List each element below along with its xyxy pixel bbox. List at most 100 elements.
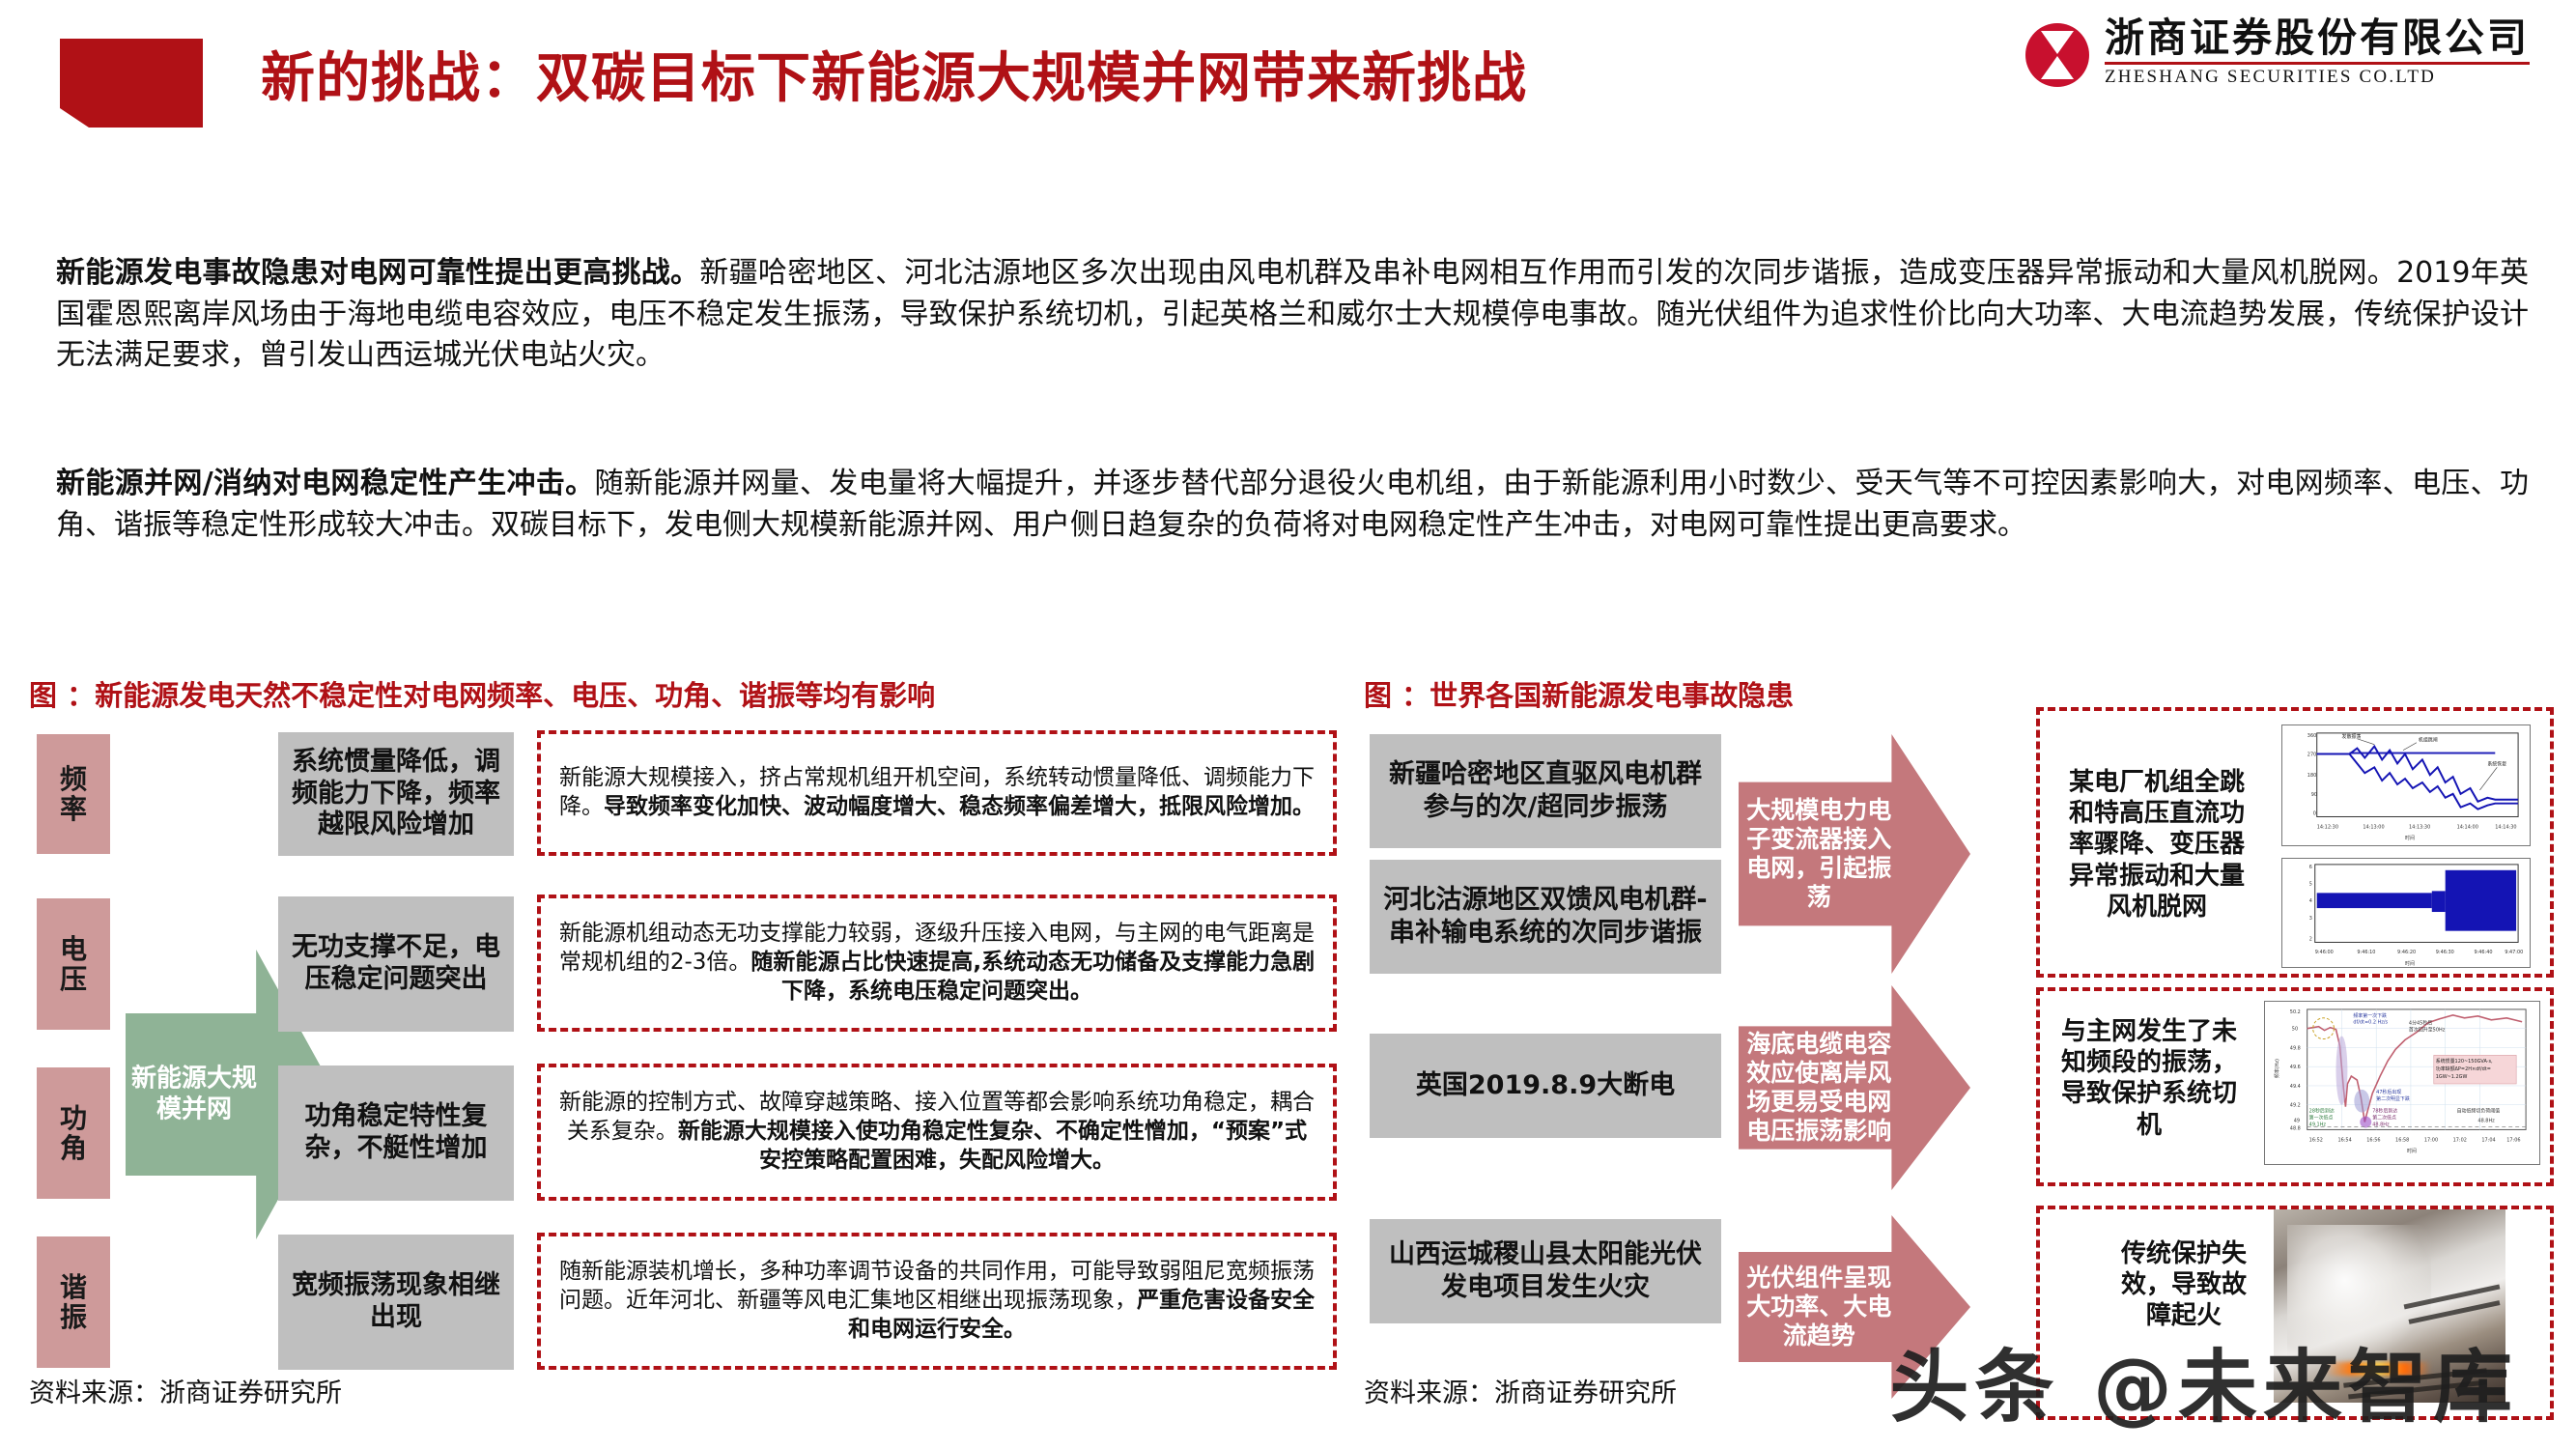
page-title: 新的挑战：双碳目标下新能源大规模并网带来新挑战 (261, 47, 1527, 110)
svg-text:发散振荡: 发散振荡 (2342, 733, 2362, 740)
left-hub-arrow-label: 新能源大规模并网 (131, 1064, 258, 1123)
svg-text:49: 49 (2294, 1119, 2300, 1124)
svg-text:14:13:30: 14:13:30 (2409, 824, 2430, 830)
svg-text:50.2: 50.2 (2290, 1009, 2301, 1015)
right-case-guyuan-label: 河北沽源地区双馈风电机群-串补输电系统的次同步谐振 (1383, 885, 1708, 948)
svg-text:48.8Hz: 48.8Hz (2372, 1122, 2390, 1127)
svg-text:4: 4 (2309, 898, 2312, 904)
left-effect-box-frequency: 系统惯量降低，调频能力下降，频率越限风险增加 (278, 732, 514, 856)
svg-text:16:54: 16:54 (2337, 1137, 2351, 1143)
right-outcome-panel-3: 传统保护失效，导致故障起火 (2036, 1206, 2554, 1420)
paragraph-grid-impact: 新能源并网/消纳对电网稳定性产生冲击。随新能源并网量、发电量将大幅提升，并逐步替… (56, 464, 2529, 546)
right-case-box-uk-blackout: 英国2019.8.9大断电 (1370, 1034, 1721, 1138)
paragraph-2-lead: 新能源并网/消纳对电网稳定性产生冲击。 (56, 467, 595, 500)
svg-text:4分45秒后: 4分45秒后 (2409, 1020, 2432, 1027)
svg-text:28秒后到达: 28秒后到达 (2309, 1108, 2335, 1115)
left-category-resonance-label: 谐振 (59, 1270, 87, 1333)
left-effect-power-angle-label: 功角稳定特性复杂，不艇性增加 (304, 1101, 488, 1163)
left-detail-box-frequency: 新能源大规模接入，挤占常规机组开机空间，系统转动惯量降低、调频能力下降。导致频率… (537, 730, 1337, 856)
left-detail-frequency-bold: 导致频率变化加快、波动幅度增大、稳态频率偏差增大，抵限风险增加。 (604, 794, 1315, 819)
logo-divider (2105, 62, 2530, 66)
svg-text:16:56: 16:56 (2366, 1137, 2380, 1143)
left-effect-box-voltage: 无功支撑不足，电压稳定问题突出 (278, 896, 514, 1032)
fire-photo-flame (2324, 1362, 2432, 1376)
left-detail-box-power-angle: 新能源的控制方式、故障穿越策略、接入位置等都会影响系统功角稳定，耦合关系复杂。新… (537, 1064, 1337, 1201)
svg-text:90: 90 (2311, 792, 2317, 798)
right-cause-subsea-cable-label: 海底电缆电容效应使离岸风场更易受电网电压振荡影响 (1746, 1030, 1892, 1145)
svg-text:47秒后出现: 47秒后出现 (2376, 1089, 2401, 1095)
svg-text:系统恢复: 系统恢复 (2487, 760, 2506, 767)
svg-text:16:58: 16:58 (2395, 1137, 2409, 1143)
header-accent-flag (60, 39, 203, 128)
right-case-box-guyuan: 河北沽源地区双馈风电机群-串补输电系统的次同步谐振 (1370, 860, 1721, 974)
svg-text:16:52: 16:52 (2309, 1137, 2323, 1143)
left-effect-frequency-label: 系统惯量降低，调频能力下降，频率越限风险增加 (292, 746, 500, 840)
svg-text:功率缺额ΔP=2H×df/dt=: 功率缺额ΔP=2H×df/dt= (2436, 1065, 2491, 1072)
svg-text:第二次明显下跌: 第二次明显下跌 (2376, 1095, 2410, 1102)
left-detail-resonance-text: 随新能源装机增长，多种功率调节设备的共同作用，可能导致弱阻尼宽频振荡问题。近年河… (541, 1236, 1333, 1366)
left-detail-resonance-bold: 严重危害设备安全和电网运行安全。 (848, 1288, 1315, 1342)
svg-text:9:46:10: 9:46:10 (2357, 950, 2375, 955)
frequency-chart-uk: 系统惯量120~150GVA·s, 功率缺额ΔP=2H×df/dt= 1GW~1… (2264, 1001, 2540, 1165)
zheshang-diamond-icon (2025, 23, 2089, 87)
svg-text:机组跳闸: 机组跳闸 (2419, 737, 2438, 744)
right-case-uk-blackout-label: 英国2019.8.9大断电 (1415, 1070, 1676, 1101)
svg-text:48.8Hz: 48.8Hz (2477, 1119, 2495, 1124)
left-category-power-angle-label: 功角 (59, 1101, 87, 1164)
svg-text:9:47:00: 9:47:00 (2505, 950, 2523, 955)
logo-company-name-cn: 浙商证券股份有限公司 (2105, 14, 2530, 61)
left-detail-box-voltage: 新能源机组动态无功支撑能力较弱，逐级升压接入电网，与主网的电气距离是常规机组的2… (537, 895, 1337, 1032)
svg-text:17:04: 17:04 (2481, 1137, 2495, 1143)
svg-text:9:46:20: 9:46:20 (2397, 950, 2416, 955)
svg-text:3: 3 (2309, 916, 2312, 922)
svg-text:180: 180 (2307, 773, 2316, 779)
right-case-shanxi-fire-label: 山西运城稷山县太阳能光伏发电项目发生火灾 (1389, 1239, 1702, 1302)
right-figure-title: 图 ：世界各国新能源发电事故隐患 (1364, 679, 1795, 712)
fire-photo-smoke (2287, 1225, 2432, 1364)
right-case-hami-label: 新疆哈密地区直驱风电机群参与的次/超同步振荡 (1389, 759, 1702, 822)
left-detail-resonance-normal: 随新能源装机增长，多种功率调节设备的共同作用，可能导致弱阻尼宽频振荡问题。近年河… (559, 1259, 1315, 1314)
svg-text:频率第一次下跌: 频率第一次下跌 (2353, 1012, 2387, 1019)
left-detail-voltage-text: 新能源机组动态无功支撑能力较弱，逐级升压接入电网，与主网的电气距离是常规机组的2… (541, 898, 1333, 1028)
svg-text:14:14:00: 14:14:00 (2457, 824, 2478, 830)
right-cause-converter-label: 大规模电力电子变流器接入电网，引起振荡 (1746, 796, 1892, 911)
left-detail-voltage-bold: 随新能源占比快速提高,系统动态无功储备及支撑能力急剧下降，系统电压稳定问题突出。 (750, 950, 1316, 1004)
svg-text:6: 6 (2309, 865, 2312, 870)
left-effect-voltage-label: 无功支撑不足，电压稳定问题突出 (292, 932, 500, 994)
right-cause-pv-module-label: 光伏组件呈现大功率、大电流趋势 (1746, 1264, 1892, 1350)
left-category-voltage-label: 电压 (59, 932, 87, 995)
svg-text:50: 50 (2292, 1027, 2298, 1033)
left-category-frequency-label: 频率 (59, 762, 87, 825)
left-detail-power-angle-normal: 新能源的控制方式、故障穿越策略、接入位置等都会影响系统功角稳定，耦合关系复杂。 (559, 1090, 1315, 1145)
svg-text:频率(Hz): 频率(Hz) (2274, 1059, 2280, 1078)
paragraph-accident-risk: 新能源发电事故隐患对电网可靠性提出更高挑战。新疆哈密地区、河北沽源地区多次出现由… (56, 253, 2529, 377)
logo-company-name-en: ZHESHANG SECURITIES CO.LTD (2105, 67, 2437, 88)
left-figure-title: 图 ：新能源发电天然不稳定性对电网频率、电压、功角、谐振等均有影响 (29, 679, 936, 712)
left-category-frequency: 频率 (37, 734, 110, 854)
svg-text:49.4: 49.4 (2290, 1084, 2301, 1090)
svg-text:df/dt=0.2 Hz/s: df/dt=0.2 Hz/s (2353, 1020, 2388, 1026)
paragraph-2-rest: 随新能源并网量、发电量将大幅提升，并逐步替代部分退役火电机组，由于新能源利用小时… (56, 467, 2529, 542)
left-detail-voltage-normal: 新能源机组动态无功支撑能力较弱，逐级升压接入电网，与主网的电气距离是常规机组的2… (558, 921, 1315, 976)
left-detail-box-resonance: 随新能源装机增长，多种功率调节设备的共同作用，可能导致弱阻尼宽频振荡问题。近年河… (537, 1233, 1337, 1370)
svg-text:14:13:00: 14:13:00 (2363, 824, 2384, 830)
paragraph-1-rest: 新疆哈密地区、河北沽源地区多次出现由风电机群及串补电网相互作用而引发的次同步谐振… (56, 256, 2529, 373)
svg-text:时间: 时间 (2405, 960, 2415, 967)
company-logo: 浙商证券股份有限公司 ZHESHANG SECURITIES CO.LTD (2025, 14, 2530, 88)
left-detail-power-angle-text: 新能源的控制方式、故障穿越策略、接入位置等都会影响系统功角稳定，耦合关系复杂。新… (541, 1067, 1333, 1197)
svg-text:第一次低点: 第一次低点 (2309, 1115, 2334, 1122)
svg-text:78秒后到达: 78秒后到达 (2372, 1108, 2397, 1115)
svg-text:9:46:40: 9:46:40 (2474, 950, 2492, 955)
svg-text:14:14:30: 14:14:30 (2495, 824, 2516, 830)
svg-text:14:12:30: 14:12:30 (2317, 824, 2338, 830)
svg-text:9:46:00: 9:46:00 (2315, 950, 2334, 955)
left-effect-resonance-label: 宽频振荡现象相继出现 (292, 1270, 500, 1332)
svg-text:17:06: 17:06 (2506, 1137, 2520, 1143)
svg-text:17:02: 17:02 (2453, 1137, 2467, 1143)
svg-text:1GW~1.2GW: 1GW~1.2GW (2436, 1074, 2468, 1080)
right-cause-arrow-subsea-cable: 海底电缆电容效应使离岸风场更易受电网电压振荡影响 (1739, 985, 1970, 1190)
svg-text:时间: 时间 (2405, 835, 2415, 841)
